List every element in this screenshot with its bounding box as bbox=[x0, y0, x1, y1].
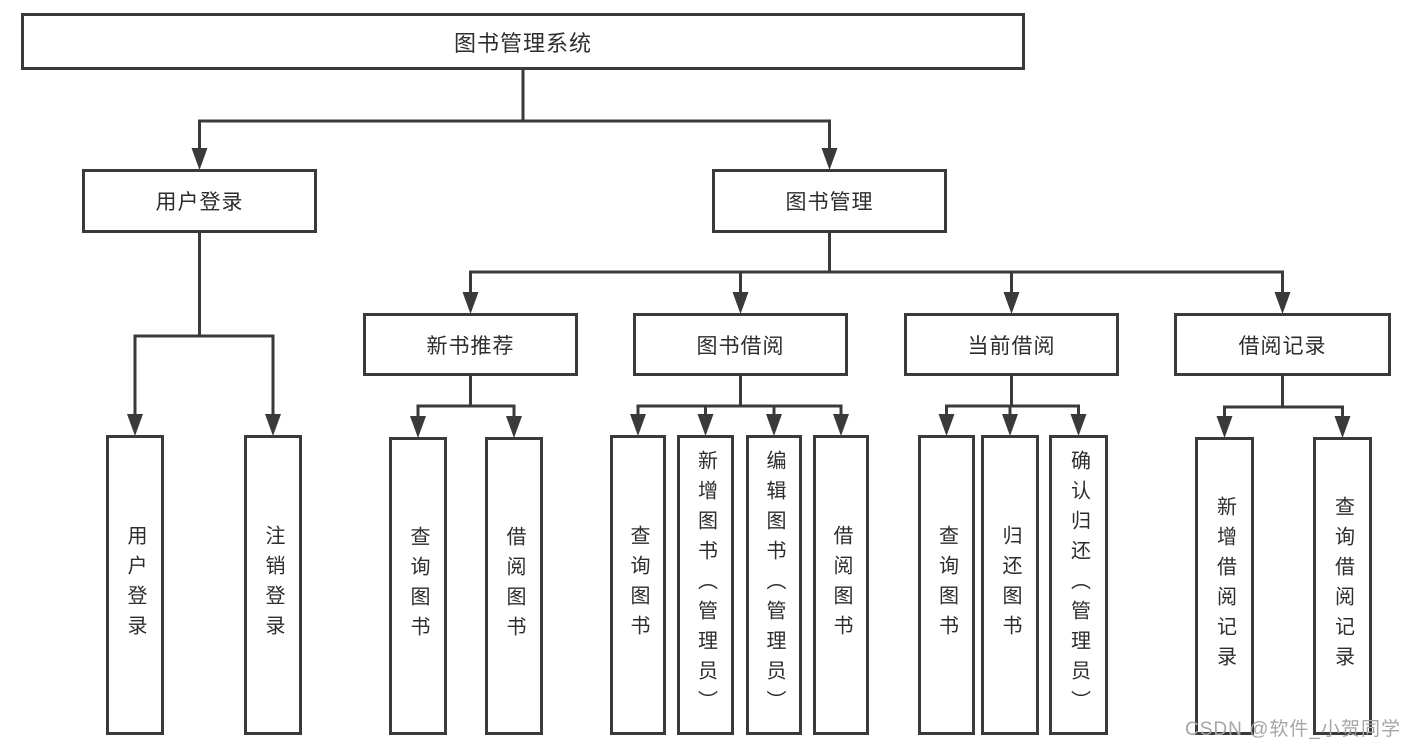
node-leaf-return-book: 归还图书 bbox=[981, 435, 1039, 735]
arrowhead-icon bbox=[1334, 416, 1351, 438]
arrowhead-icon bbox=[127, 414, 143, 436]
arrowhead-icon bbox=[1274, 292, 1291, 314]
watermark: CSDN @软件_小贺同学 bbox=[1185, 719, 1401, 740]
arrowhead-icon bbox=[630, 414, 646, 436]
node-label: 新增借阅记录 bbox=[1213, 496, 1236, 676]
node-label: 借阅图书 bbox=[830, 525, 852, 645]
node-label: 图书管理 bbox=[785, 191, 874, 214]
node-label: 借阅图书 bbox=[503, 526, 525, 646]
arrowhead-icon bbox=[1216, 416, 1233, 438]
node-label: 新增图书（管理员） bbox=[694, 450, 717, 720]
arrowhead-icon bbox=[462, 292, 479, 314]
node-label: 注销登录 bbox=[262, 525, 284, 645]
node-label: 借阅记录 bbox=[1238, 334, 1327, 358]
arrowhead-icon bbox=[821, 148, 838, 170]
node-leaf-logout: 注销登录 bbox=[244, 435, 302, 735]
arrowhead-icon bbox=[1003, 292, 1020, 314]
node-user-login: 用户登录 bbox=[82, 169, 317, 233]
node-leaf-add-book: 新增图书（管理员） bbox=[677, 435, 734, 735]
node-leaf-edit-book: 编辑图书（管理员） bbox=[746, 435, 802, 735]
node-leaf-query-record: 查询借阅记录 bbox=[1313, 437, 1372, 735]
node-leaf-query-book-3: 查询图书 bbox=[918, 435, 975, 735]
node-label: 查询图书 bbox=[407, 526, 429, 646]
node-label: 查询图书 bbox=[627, 525, 649, 645]
arrowhead-icon bbox=[1002, 414, 1018, 436]
node-label: 归还图书 bbox=[999, 525, 1021, 645]
arrowhead-icon bbox=[506, 416, 522, 438]
arrowhead-icon bbox=[1070, 414, 1087, 436]
arrowhead-icon bbox=[265, 414, 281, 436]
node-leaf-confirm-return: 确认归还（管理员） bbox=[1049, 435, 1108, 735]
node-leaf-borrow-book-1: 借阅图书 bbox=[485, 437, 543, 735]
node-label: 图书管理系统 bbox=[453, 30, 592, 56]
arrowhead-icon bbox=[732, 292, 749, 314]
node-label: 查询图书 bbox=[935, 525, 958, 645]
node-current-borrow: 当前借阅 bbox=[904, 313, 1119, 376]
node-book-borrow: 图书借阅 bbox=[633, 313, 848, 376]
node-label: 当前借阅 bbox=[967, 334, 1056, 358]
node-leaf-user-login: 用户登录 bbox=[106, 435, 164, 735]
arrowhead-icon bbox=[766, 414, 782, 436]
node-leaf-add-record: 新增借阅记录 bbox=[1195, 437, 1254, 735]
node-label: 查询借阅记录 bbox=[1331, 496, 1354, 676]
node-label: 新书推荐 bbox=[426, 334, 515, 358]
node-book-mgmt: 图书管理 bbox=[712, 169, 947, 233]
node-leaf-borrow-book-2: 借阅图书 bbox=[813, 435, 869, 735]
node-label: 用户登录 bbox=[124, 525, 146, 645]
arrowhead-icon bbox=[410, 416, 426, 438]
node-leaf-query-book-2: 查询图书 bbox=[610, 435, 666, 735]
node-borrow-records: 借阅记录 bbox=[1174, 313, 1391, 376]
arrowhead-icon bbox=[938, 414, 955, 436]
node-label: 确认归还（管理员） bbox=[1067, 450, 1090, 720]
node-root: 图书管理系统 bbox=[21, 13, 1025, 70]
node-label: 编辑图书（管理员） bbox=[763, 450, 785, 720]
node-new-book-rec: 新书推荐 bbox=[363, 313, 578, 376]
arrowhead-icon bbox=[697, 414, 714, 436]
arrowhead-icon bbox=[833, 414, 849, 436]
node-leaf-query-book-1: 查询图书 bbox=[389, 437, 447, 735]
node-label: 用户登录 bbox=[155, 191, 244, 214]
arrowhead-icon bbox=[191, 148, 208, 170]
node-label: 图书借阅 bbox=[696, 334, 785, 358]
